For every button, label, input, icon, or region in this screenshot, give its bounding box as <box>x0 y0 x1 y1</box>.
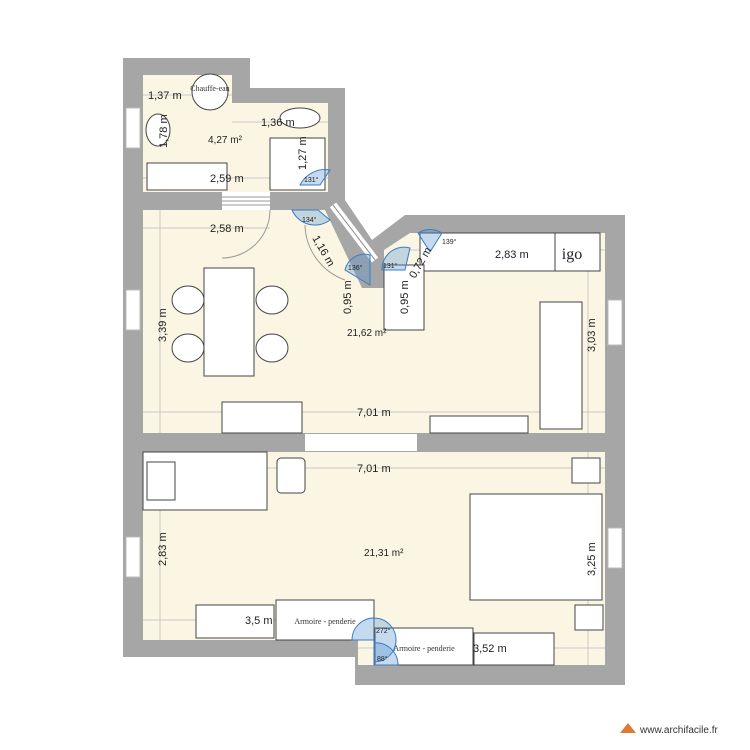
door-swing <box>304 224 346 281</box>
svg-text:0,95 m: 0,95 m <box>342 280 354 314</box>
door-angle-marker[interactable] <box>373 642 399 666</box>
wardrobe-label: Armoire - penderie <box>294 617 356 626</box>
svg-text:1,27 m: 1,27 m <box>297 136 309 170</box>
angle-label: 131° <box>304 176 319 184</box>
bed[interactable] <box>469 493 603 601</box>
svg-text:0,95 m: 0,95 m <box>399 280 411 314</box>
svg-text:3,25 m: 3,25 m <box>586 542 598 576</box>
door-angle-marker[interactable] <box>381 246 411 271</box>
dimension-labels: 1,37 m 1,36 m 1,78 m 1,27 m 2,59 m 2,58 … <box>148 90 598 655</box>
svg-text:1,78 m: 1,78 m <box>158 114 170 148</box>
svg-text:1,36 m: 1,36 m <box>261 117 295 129</box>
dining-table[interactable] <box>203 267 255 377</box>
door-angle-marker[interactable] <box>344 253 371 286</box>
stool[interactable] <box>276 457 306 494</box>
sideboard[interactable] <box>221 401 303 434</box>
wardrobe[interactable] <box>374 627 474 666</box>
nightstand[interactable] <box>574 604 604 631</box>
water-heater-label: Chauffe-eau <box>190 84 229 93</box>
angle-label: 139° <box>442 238 457 246</box>
shelf[interactable] <box>429 415 529 434</box>
room-area: 4,27 m² <box>208 135 243 146</box>
door-angle-marker[interactable] <box>417 229 443 253</box>
window <box>125 107 623 578</box>
door-angle-marker[interactable] <box>299 169 331 186</box>
house-logo-icon <box>620 723 636 733</box>
diagonal-opening-line <box>332 204 376 261</box>
desk-item <box>146 461 176 501</box>
igo-logo: igo <box>562 246 582 263</box>
angle-label: 88° <box>377 655 388 663</box>
igo-appliance[interactable] <box>554 232 601 272</box>
svg-text:1,37 m: 1,37 m <box>148 90 182 102</box>
archifacile-watermark: www.archifacile.fr <box>620 723 718 736</box>
angle-label: 134° <box>302 216 317 224</box>
toilet[interactable] <box>279 107 321 129</box>
opening-bedroom <box>305 434 417 451</box>
svg-text:2,83 m: 2,83 m <box>157 532 169 566</box>
svg-text:7,01 m: 7,01 m <box>357 407 391 419</box>
svg-text:2,59 m: 2,59 m <box>210 173 244 185</box>
angle-label: 131° <box>383 262 398 270</box>
chair[interactable] <box>171 285 205 315</box>
shower[interactable] <box>269 137 326 191</box>
dresser[interactable] <box>195 604 275 639</box>
door-angle-marker[interactable] <box>291 209 331 226</box>
sink[interactable] <box>145 113 171 147</box>
chair[interactable] <box>171 333 205 363</box>
chair[interactable] <box>255 333 289 363</box>
wardrobe[interactable] <box>275 599 375 641</box>
svg-text:3,52 m: 3,52 m <box>473 643 507 655</box>
chair[interactable] <box>255 285 289 315</box>
svg-text:2,83 m: 2,83 m <box>495 249 529 261</box>
bathtub[interactable] <box>146 162 228 191</box>
sofa[interactable] <box>539 301 583 430</box>
svg-text:3,39 m: 3,39 m <box>157 308 169 342</box>
water-heater[interactable] <box>191 73 229 111</box>
nightstand[interactable] <box>571 457 601 484</box>
angle-label: 272° <box>376 627 391 635</box>
angle-label: 136° <box>348 264 363 272</box>
room-area: 21,31 m² <box>364 548 404 559</box>
kitchen-counter-corner[interactable] <box>383 264 425 331</box>
opening-bath <box>222 192 270 210</box>
cabinet[interactable] <box>473 632 555 666</box>
svg-text:7,01 m: 7,01 m <box>357 463 391 475</box>
wardrobe-label: Armoire - penderie <box>393 644 455 653</box>
svg-text:www.archifacile.fr: www.archifacile.fr <box>639 725 718 736</box>
svg-text:3,5 m: 3,5 m <box>245 615 273 627</box>
door-angle-marker[interactable] <box>351 617 397 663</box>
svg-text:2,58 m: 2,58 m <box>210 223 244 235</box>
svg-text:3,03 m: 3,03 m <box>586 318 598 352</box>
room-area: 21,62 m² <box>347 328 387 339</box>
door-swing <box>221 209 271 259</box>
